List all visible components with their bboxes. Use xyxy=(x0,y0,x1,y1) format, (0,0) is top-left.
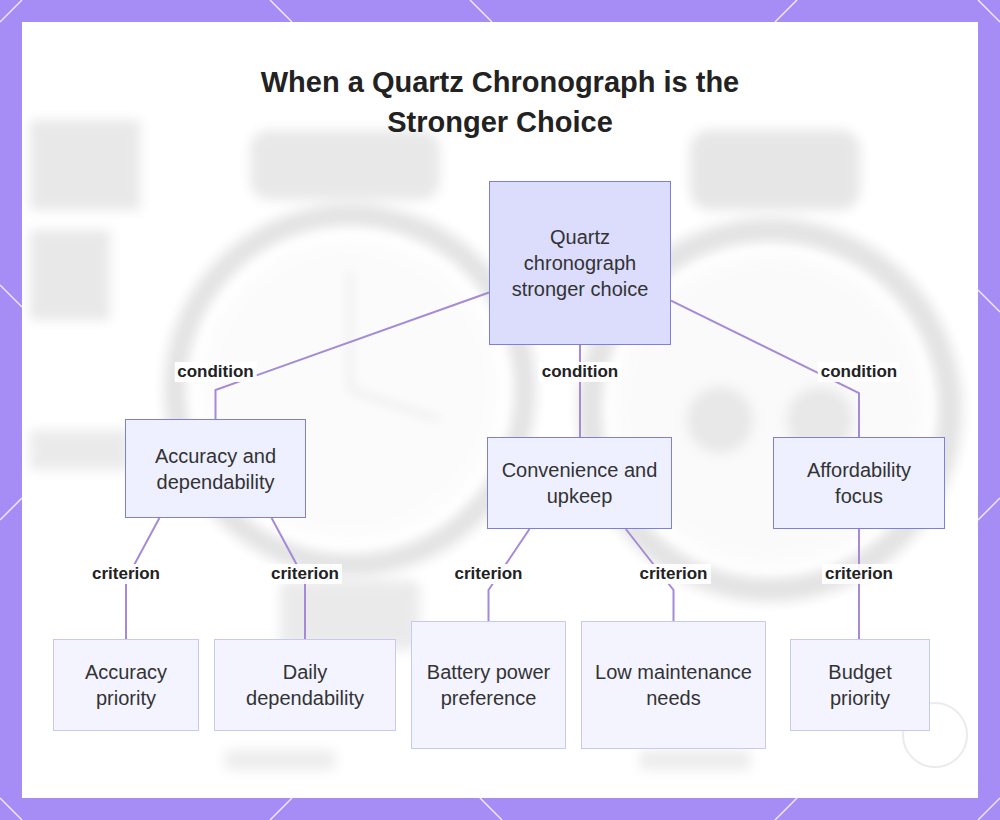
node-text: Accuracy and dependability xyxy=(134,443,297,495)
edge-label: condition xyxy=(818,362,900,382)
node-text: Daily dependability xyxy=(223,659,387,711)
criterion-box: Budget priority xyxy=(790,639,930,731)
condition-box: Convenience and upkeep xyxy=(487,437,672,529)
node-text: Convenience and upkeep xyxy=(496,457,663,509)
node-text: Battery power preference xyxy=(420,659,557,711)
node-text: Quartz chronograph stronger choice xyxy=(498,224,662,302)
condition-box: Accuracy and dependability xyxy=(125,419,306,518)
diagram-title: When a Quartz Chronograph is the Stronge… xyxy=(220,62,780,142)
criterion-box: Daily dependability xyxy=(214,639,396,731)
connector-line xyxy=(858,529,860,639)
edge-label: criterion xyxy=(89,564,163,584)
node-text: Low maintenance needs xyxy=(590,659,757,711)
edge-label: condition xyxy=(539,362,621,382)
root-box: Quartz chronograph stronger choice xyxy=(489,181,671,345)
criterion-box: Accuracy priority xyxy=(53,639,199,731)
card xyxy=(22,22,978,798)
blurred-watch-illustration xyxy=(30,120,950,770)
node-text: Affordability focus xyxy=(782,457,936,509)
criterion-box: Low maintenance needs xyxy=(581,621,766,749)
connector-line xyxy=(579,345,581,437)
node-text: Budget priority xyxy=(799,659,921,711)
condition-box: Affordability focus xyxy=(773,437,945,529)
edge-label: criterion xyxy=(822,564,896,584)
criterion-box: Battery power preference xyxy=(411,621,566,749)
edge-label: condition xyxy=(174,362,256,382)
edge-label: criterion xyxy=(268,564,342,584)
connector-line xyxy=(216,293,490,420)
edge-label: criterion xyxy=(451,564,525,584)
node-text: Accuracy priority xyxy=(62,659,190,711)
edge-label: criterion xyxy=(636,564,710,584)
